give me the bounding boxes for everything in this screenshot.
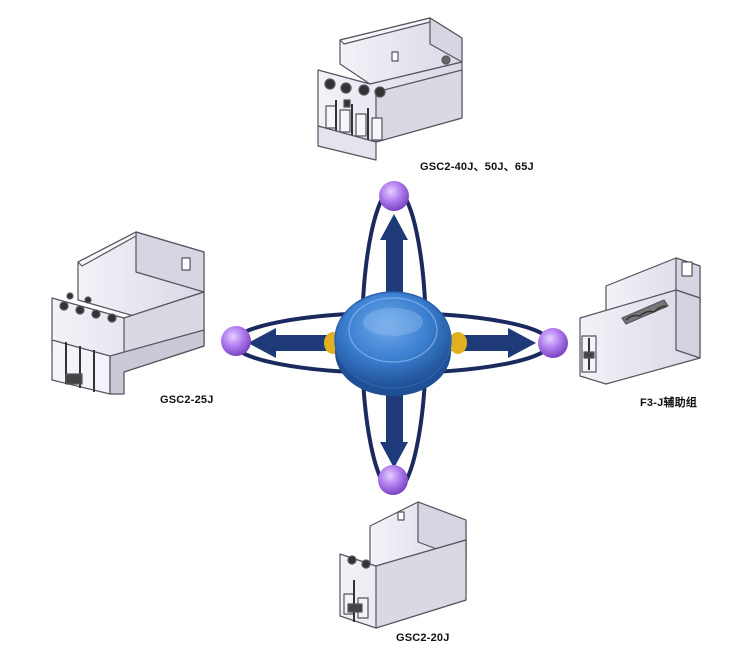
node-bottom — [378, 465, 408, 495]
hub-button — [334, 291, 452, 396]
node-top — [379, 181, 409, 211]
node-left — [221, 326, 251, 356]
contactor-2pole-small-icon — [339, 501, 467, 629]
gold-accent-right — [449, 332, 467, 354]
product-label-right: F3-J辅助组 — [640, 397, 698, 409]
product-label-left: GSC2-25J — [160, 394, 214, 406]
arrow-left-icon — [248, 328, 336, 358]
contactor-4pole-medium-icon — [51, 231, 205, 395]
arrow-up-icon — [380, 214, 408, 296]
auxiliary-contact-block-icon — [579, 257, 701, 385]
contactor-4pole-large-icon — [317, 17, 463, 161]
product-label-bottom: GSC2-20J — [396, 632, 450, 644]
product-label-top: GSC2-40J、50J、65J — [420, 161, 534, 173]
node-right — [538, 328, 568, 358]
hub-diagram — [221, 181, 568, 495]
arrow-down-icon — [380, 386, 408, 468]
